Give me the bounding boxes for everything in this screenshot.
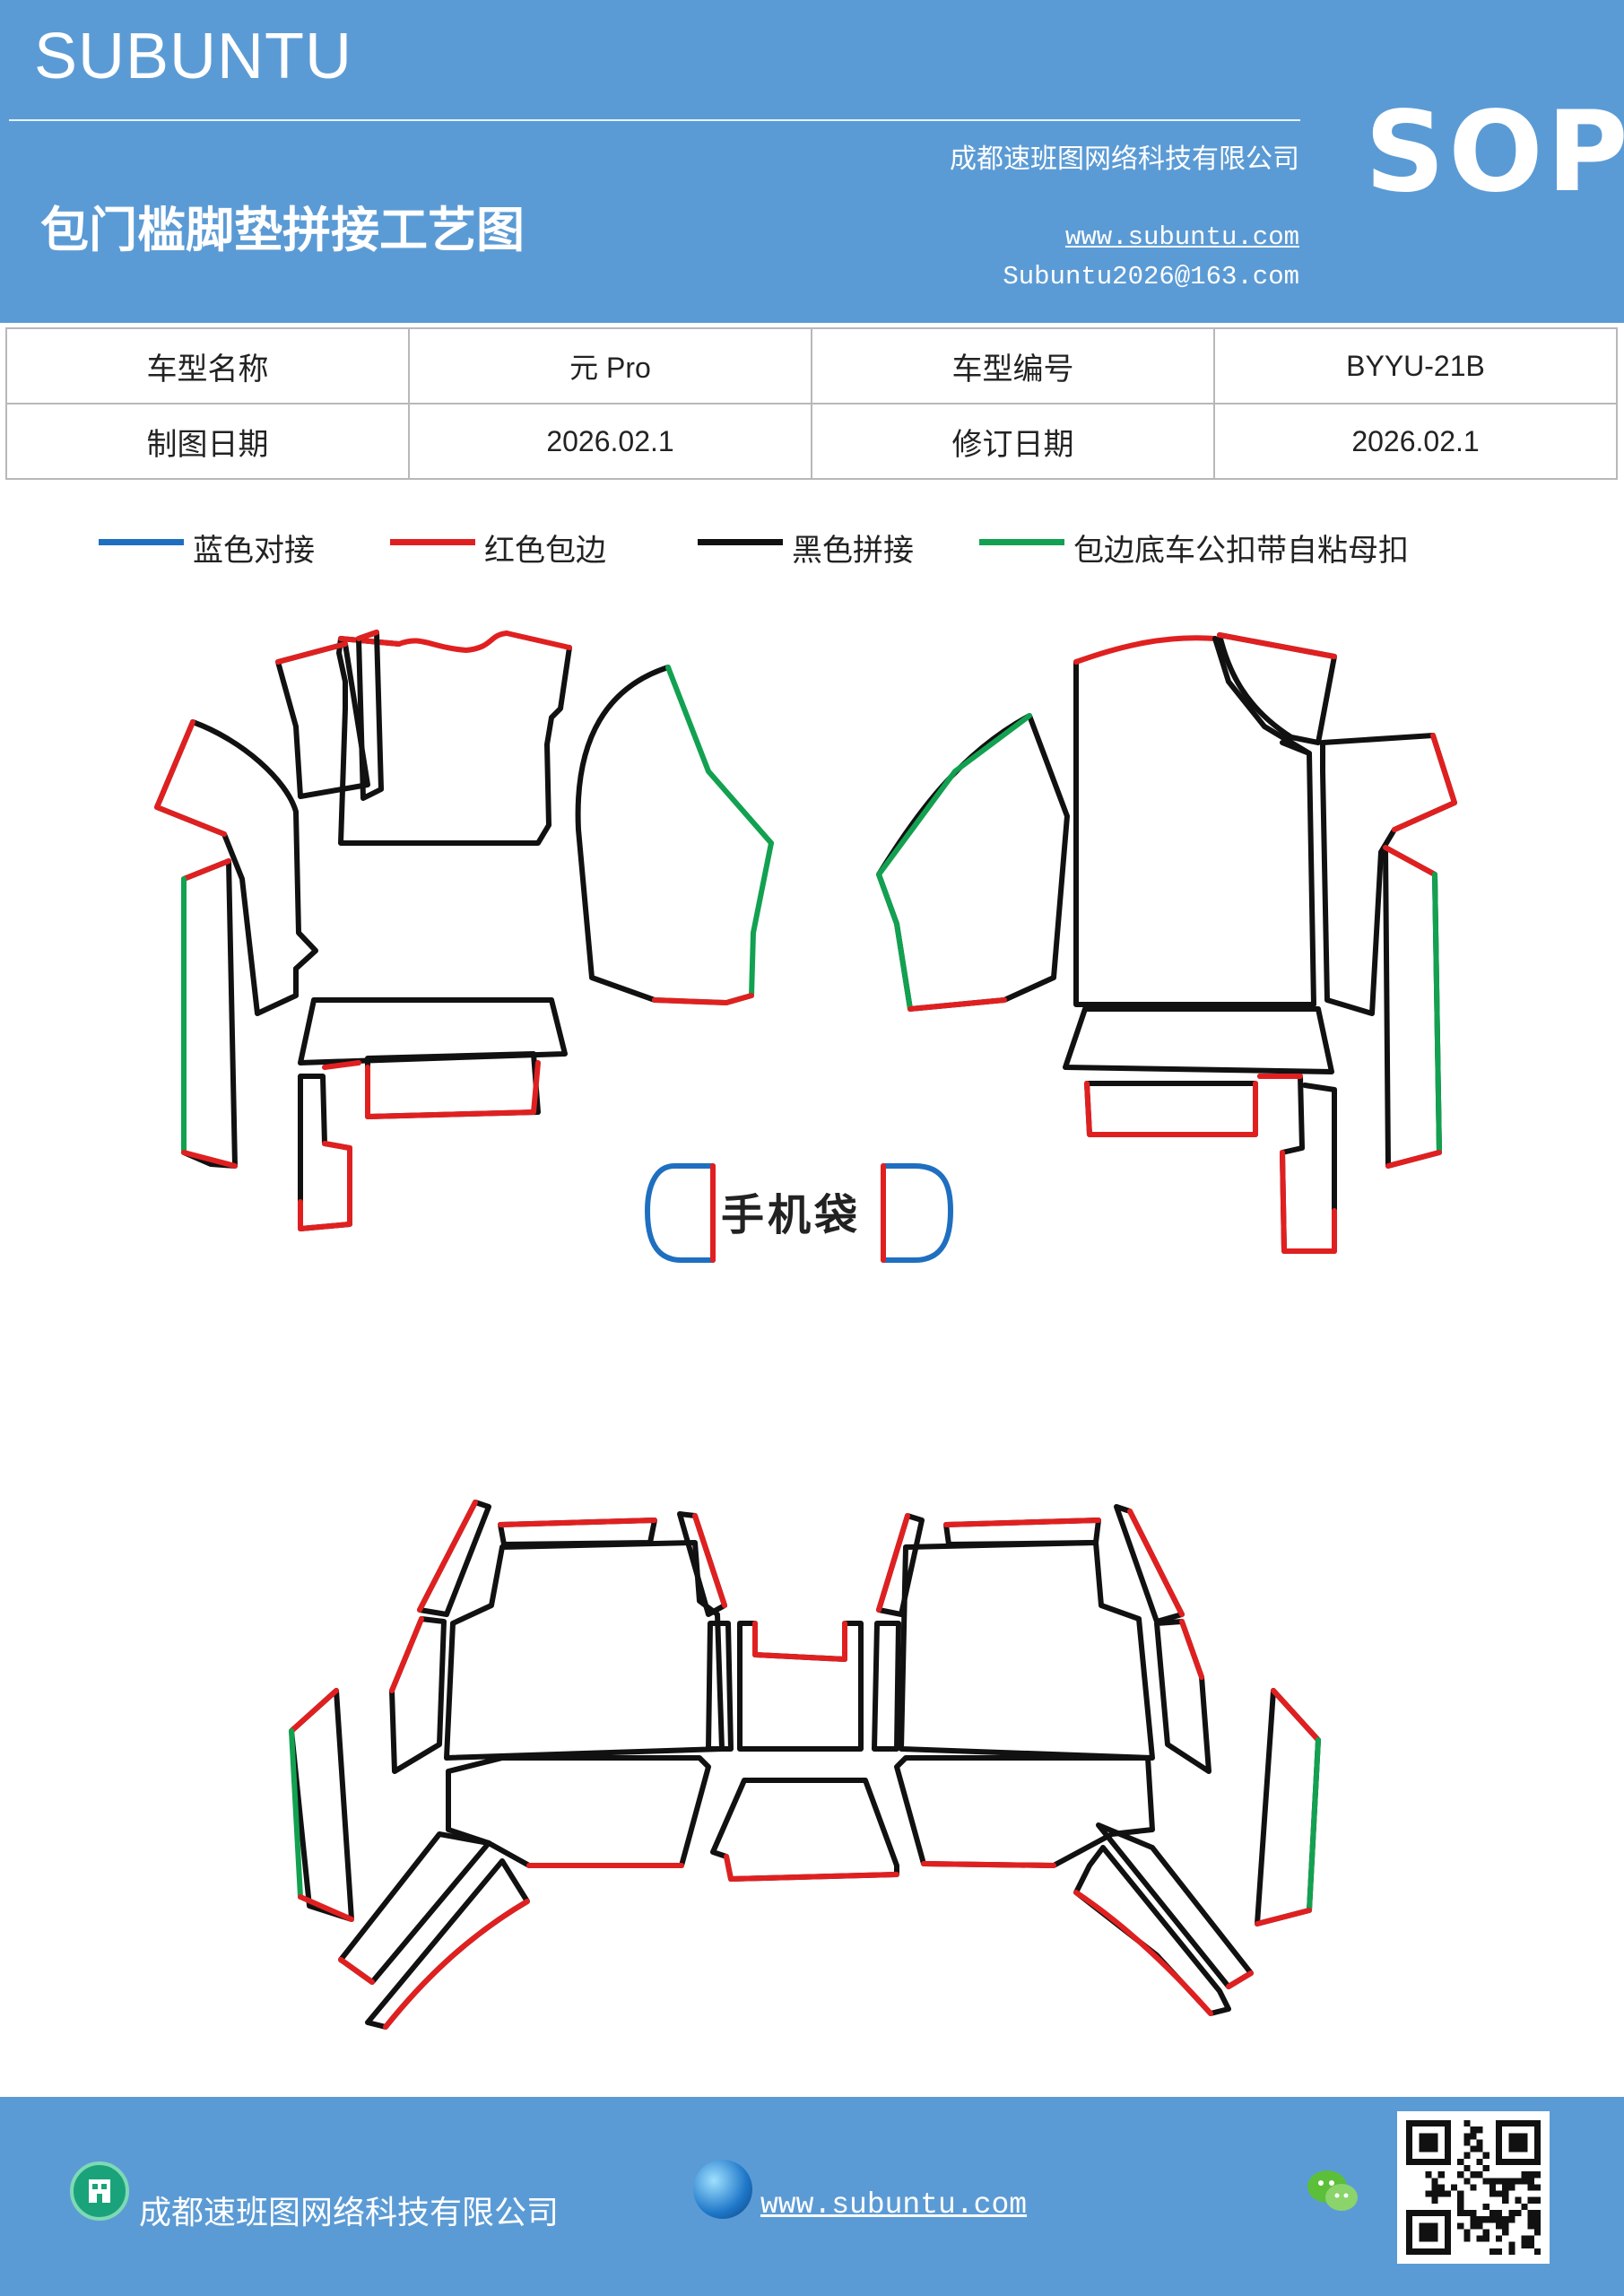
wechat-icon[interactable]: [1302, 2160, 1365, 2222]
company-name: 成都速班图网络科技有限公司: [950, 144, 1299, 175]
splicing-diagram: 手机袋: [0, 592, 1624, 2081]
info-label-cell: 车型编号: [811, 327, 1215, 404]
phone-pocket-pieces: [645, 1163, 953, 1263]
info-value-cell: 元 Pro: [408, 327, 812, 404]
legend-label: 黑色拼接: [792, 533, 914, 569]
info-label-cell: 车型名称: [5, 327, 410, 404]
front-left-mat: [154, 630, 774, 1231]
color-legend: 蓝色对接 红色包边 黑色拼接 包边底车公扣带自粘母扣: [0, 526, 1624, 570]
email-address[interactable]: Subuntu2026@163.com: [1003, 262, 1299, 291]
legend-swatch: [979, 539, 1064, 545]
website-link[interactable]: www.subuntu.com: [1064, 222, 1299, 252]
legend-label: 包边底车公扣带自粘母扣: [1073, 533, 1409, 569]
info-label-cell: 制图日期: [5, 403, 410, 480]
legend-label: 蓝色对接: [193, 533, 315, 569]
brand-name: SUBUNTU: [34, 21, 353, 92]
info-value-cell: 2026.02.1: [408, 403, 812, 480]
header-divider: [9, 119, 1300, 121]
footer-website-link[interactable]: www.subuntu.com: [760, 2188, 1028, 2222]
rear-center-mat: [710, 1621, 899, 1882]
header-banner: SUBUNTU 成都速班图网络科技有限公司 包门槛脚垫拼接工艺图 www.sub…: [0, 0, 1624, 323]
legend-swatch: [698, 539, 783, 545]
footer-company-name: 成都速班图网络科技有限公司: [139, 2195, 560, 2231]
footer-banner: 成都速班图网络科技有限公司 www.subuntu.com: [0, 2097, 1624, 2296]
info-label-cell: 修订日期: [811, 403, 1215, 480]
phone-pocket-label: 手机袋: [721, 1190, 862, 1240]
document-title: 包门槛脚垫拼接工艺图: [40, 202, 525, 258]
building-icon: [70, 2161, 129, 2221]
qr-code[interactable]: [1397, 2111, 1550, 2264]
legend-swatch: [390, 539, 475, 545]
globe-icon: [693, 2160, 752, 2219]
front-right-mat: [876, 632, 1457, 1254]
rear-right-mat: [872, 1504, 1321, 2016]
info-value-cell: BYYU-21B: [1213, 327, 1618, 404]
legend-label: 红色包边: [484, 533, 606, 569]
mat-pieces-drawing: [154, 630, 1457, 2030]
info-value-cell: 2026.02.1: [1213, 403, 1618, 480]
rear-left-mat: [289, 1500, 734, 2030]
legend-swatch: [99, 539, 184, 545]
sop-badge: SOP: [1365, 88, 1624, 217]
